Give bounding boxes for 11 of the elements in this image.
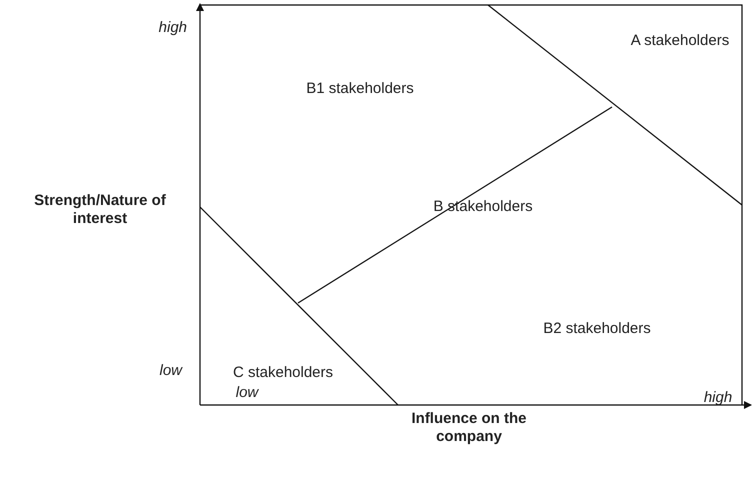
axis-tick-label: low — [236, 384, 258, 402]
axis-tick-label: high — [704, 389, 732, 407]
region-label: B2 stakeholders — [543, 320, 651, 338]
axis-title: Strength/Nature of interest — [33, 192, 167, 228]
region-label: B1 stakeholders — [306, 80, 414, 98]
axis-tick-label: high — [158, 19, 187, 37]
axis-title: Influence on the company — [410, 410, 528, 446]
region-label: A stakeholders — [630, 32, 730, 50]
region-label: C stakeholders — [232, 364, 334, 382]
axis-tick-label: low — [159, 362, 182, 380]
region-label: B stakeholders — [433, 198, 533, 216]
